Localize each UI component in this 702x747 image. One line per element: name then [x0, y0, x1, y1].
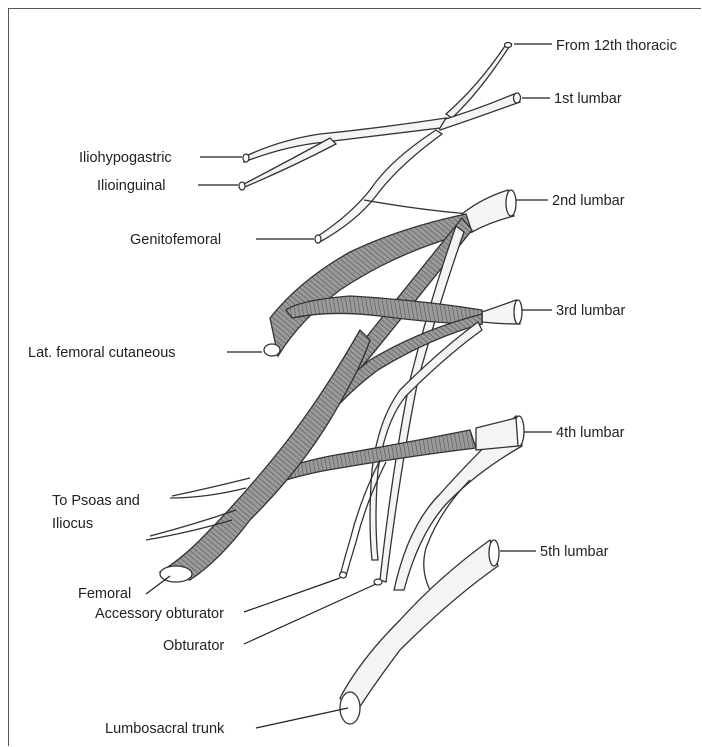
label-to-psoas-line1: To Psoas and — [52, 493, 140, 509]
label-accessory-obturator: Accessory obturator — [95, 606, 224, 622]
label-to-psoas-line2: Iliocus — [52, 516, 93, 532]
label-3rd-lumbar: 3rd lumbar — [556, 303, 625, 319]
label-from-12th-thoracic: From 12th thoracic — [556, 38, 677, 54]
label-iliohypogastric: Iliohypogastric — [79, 150, 172, 166]
label-lumbosacral-trunk: Lumbosacral trunk — [105, 721, 225, 737]
label-genitofemoral: Genitofemoral — [130, 232, 221, 248]
nerve-2nd-lumbar — [264, 190, 516, 582]
label-4th-lumbar: 4th lumbar — [556, 425, 625, 441]
label-2nd-lumbar: 2nd lumbar — [552, 193, 625, 209]
label-ilioinguinal: Ilioinguinal — [97, 178, 166, 194]
label-femoral: Femoral — [78, 586, 131, 602]
label-obturator: Obturator — [163, 638, 224, 654]
label-lat-femoral-cutaneous: Lat. femoral cutaneous — [28, 345, 176, 361]
nerve-obturator-group — [340, 460, 387, 585]
label-5th-lumbar: 5th lumbar — [540, 544, 609, 560]
label-1st-lumbar: 1st lumbar — [554, 91, 622, 107]
